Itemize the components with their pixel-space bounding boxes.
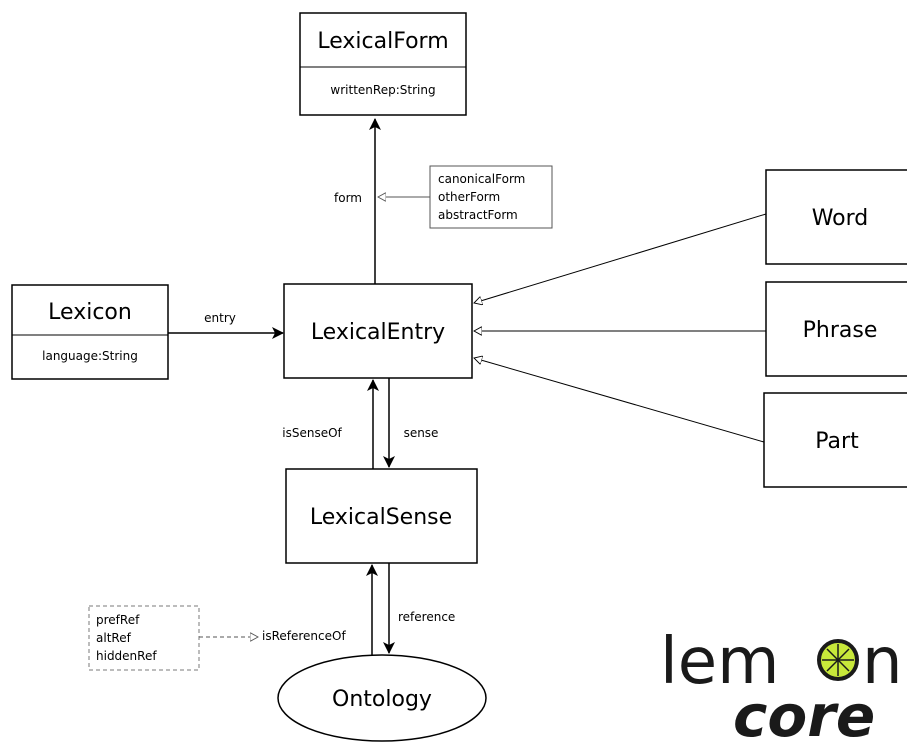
word-name: Word [812, 206, 869, 231]
lexical-entry-class: LexicalEntry [283, 283, 473, 379]
reference-label: reference [398, 610, 455, 624]
ontology-class: Ontology [277, 654, 487, 742]
form-subproperty-2: otherForm [438, 190, 500, 204]
is-sense-of-label: isSenseOf [282, 426, 342, 440]
form-subproperties-note: canonicalForm otherForm abstractForm [378, 165, 553, 229]
logo-lem-text: lem [660, 625, 780, 699]
reference-subproperty-1: prefRef [96, 613, 140, 627]
lemon-slice-icon [817, 639, 859, 681]
form-subproperty-1: canonicalForm [438, 172, 525, 186]
phrase-name: Phrase [803, 318, 878, 343]
ontology-name: Ontology [332, 687, 432, 712]
lexical-form-class: LexicalForm writtenRep:String [299, 12, 467, 116]
logo-n-text: n [862, 625, 903, 699]
entry-relation: entry [168, 311, 284, 339]
is-reference-of-relation: isReferenceOf [262, 564, 378, 655]
sense-relation: sense [383, 378, 439, 468]
lemon-core-logo: lem n core [660, 625, 903, 743]
form-relation: form [334, 118, 381, 284]
lexicon-attribute: language:String [42, 349, 138, 363]
lexicon-class: Lexicon language:String [11, 284, 169, 380]
is-reference-of-label: isReferenceOf [262, 629, 346, 643]
part-name: Part [815, 429, 859, 454]
form-label: form [334, 191, 362, 205]
reference-relation: reference [383, 563, 455, 654]
lexical-entry-name: LexicalEntry [311, 320, 445, 345]
lexical-form-attribute: writtenRep:String [330, 83, 435, 97]
form-subproperty-3: abstractForm [438, 208, 518, 222]
generalization-arrows [474, 213, 767, 443]
lexical-form-name: LexicalForm [317, 29, 448, 54]
reference-subproperties-note: prefRef altRef hiddenRef [88, 605, 258, 671]
lexicon-name: Lexicon [48, 300, 132, 325]
phrase-class: Phrase [765, 281, 907, 377]
word-class: Word [765, 169, 907, 265]
is-sense-of-relation: isSenseOf [282, 379, 379, 469]
part-class: Part [763, 392, 907, 488]
sense-label: sense [404, 426, 439, 440]
lexical-sense-name: LexicalSense [310, 505, 452, 530]
logo-core-text: core [733, 682, 875, 743]
reference-subproperty-2: altRef [96, 631, 132, 645]
entry-label: entry [204, 311, 236, 325]
lexical-sense-class: LexicalSense [285, 468, 478, 564]
reference-subproperty-3: hiddenRef [96, 649, 157, 663]
